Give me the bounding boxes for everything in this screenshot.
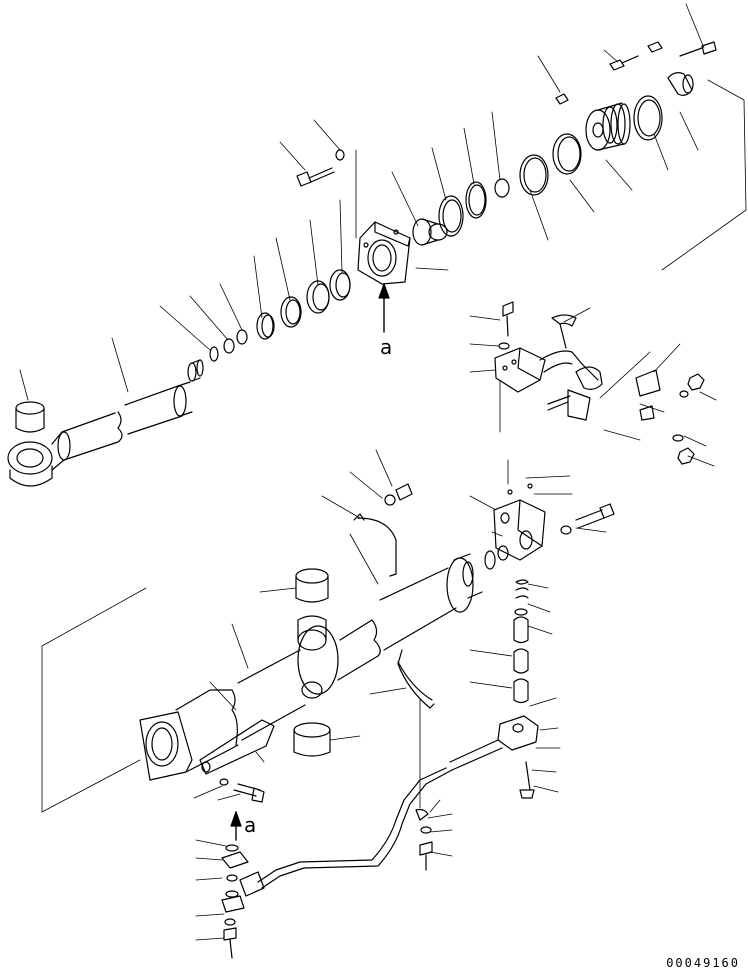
view-label-upper: a (380, 335, 392, 359)
flange-and-bracket (199, 719, 275, 959)
view-arrow (230, 283, 390, 841)
piston (585, 95, 663, 151)
leader-lines (19, 3, 747, 941)
rod-seal-rings (209, 269, 351, 362)
piston-parts (412, 133, 582, 246)
view-label-lower: a (244, 813, 256, 837)
head-bolt (296, 149, 345, 187)
cylinder-head (357, 221, 411, 285)
piston-rod (7, 359, 204, 487)
rod-bushing (15, 401, 45, 433)
tube-bushings (293, 568, 331, 757)
hose-block-assembly (494, 301, 705, 465)
valve-cartridge-parts (513, 579, 529, 704)
document-number: 00049160 (666, 956, 740, 970)
valve-body (493, 483, 615, 561)
pipe-and-fittings (239, 715, 539, 897)
pipe-clamps (353, 483, 435, 709)
piston-nut-parts (555, 41, 717, 105)
cylinder-tube (139, 545, 509, 781)
